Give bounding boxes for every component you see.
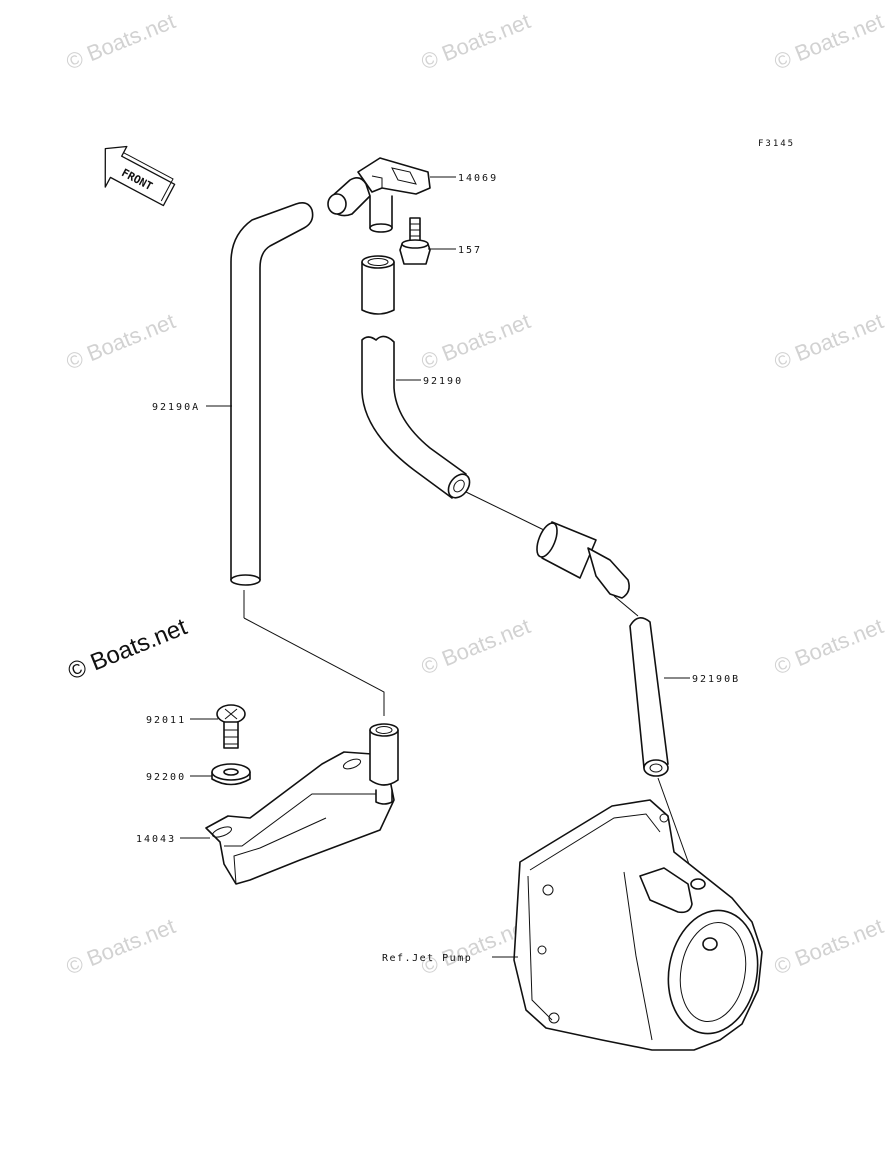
watermark: © Boats.net — [418, 613, 534, 679]
jet-pump — [513, 799, 763, 1051]
watermark: © Boats.net — [63, 8, 179, 74]
front-arrow-icon: FRONT — [104, 145, 176, 207]
fitting-14069 — [327, 157, 431, 233]
watermark: © Boats.net — [771, 308, 887, 374]
part-label-ref-jet-pump: Ref.Jet Pump — [382, 953, 472, 964]
figure-code: F3145 — [758, 139, 795, 149]
part-label-92200: 92200 — [146, 772, 186, 783]
part-label-157: 157 — [458, 245, 482, 256]
hose-92190b — [629, 617, 695, 879]
watermark: © Boats.net — [771, 613, 887, 679]
part-label-14069: 14069 — [458, 173, 498, 184]
part-label-92011: 92011 — [146, 715, 186, 726]
watermark: © Boats.net — [63, 308, 179, 374]
watermarks: © Boats.net © Boats.net © Boats.net © Bo… — [63, 8, 887, 979]
hose-92190a — [230, 202, 385, 716]
hose-92190 — [361, 335, 549, 533]
part-label-92190a: 92190A — [152, 402, 200, 413]
watermark: © Boats.net — [63, 913, 179, 979]
tube-connector — [536, 521, 639, 617]
leader-lines — [180, 176, 690, 958]
part-labels: 14069 157 92190 92190A 92190B 92011 9220… — [136, 173, 740, 964]
part-label-92190: 92190 — [423, 376, 463, 387]
part-label-92190b: 92190B — [692, 674, 740, 685]
watermark: © Boats.net — [771, 913, 887, 979]
watermark-dark: © Boats.net — [64, 613, 191, 685]
bracket-14043 — [205, 723, 399, 885]
hose-92190-short — [361, 255, 395, 315]
washer-92200 — [211, 763, 251, 786]
bolt-157 — [399, 217, 431, 265]
watermark: © Boats.net — [771, 8, 887, 74]
screw-92011 — [216, 704, 246, 749]
part-label-14043: 14043 — [136, 834, 176, 845]
watermark: © Boats.net — [418, 308, 534, 374]
watermark: © Boats.net — [418, 8, 534, 74]
